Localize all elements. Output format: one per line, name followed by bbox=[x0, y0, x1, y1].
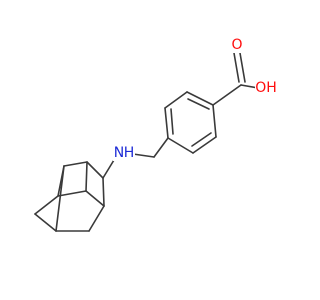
adam-bond-4 bbox=[34, 195, 59, 215]
carbonyl-oxygen-label: O bbox=[231, 37, 242, 53]
n-adamantyl-bond bbox=[102, 159, 115, 179]
ring-to-acid-bond bbox=[212, 84, 242, 106]
amine-nitrogen-symbol: N bbox=[114, 145, 124, 161]
carbonyl-bond-1 bbox=[233, 52, 240, 83]
atom-label-layer: O OH N H bbox=[113, 37, 277, 161]
adam-bond-5 bbox=[34, 213, 57, 232]
carbonyl-bond-2 bbox=[239, 52, 246, 83]
hydroxyl-bg bbox=[255, 80, 277, 96]
ch2-n-bond bbox=[132, 153, 155, 158]
adam-bond-1 bbox=[86, 161, 104, 179]
adam-bond-12 bbox=[55, 165, 65, 232]
ring-bond-5 bbox=[192, 136, 217, 154]
adam-bond-10 bbox=[85, 190, 105, 207]
adam-bond-11 bbox=[85, 161, 88, 192]
bond-layer bbox=[34, 52, 259, 232]
adam-bond-7 bbox=[88, 205, 105, 232]
adam-bond-9 bbox=[57, 190, 87, 197]
hydroxyl-label: OH bbox=[255, 80, 277, 96]
ring-bond-6 bbox=[212, 104, 217, 138]
ring-bond-3-inner bbox=[170, 108, 174, 135]
ring-bond-1 bbox=[186, 91, 214, 106]
adam-bond-2 bbox=[63, 161, 88, 167]
amine-hydrogen-label: H bbox=[124, 145, 135, 161]
ring-bond-2 bbox=[164, 91, 188, 109]
ring-bond-4 bbox=[167, 137, 194, 154]
molecule-diagram: O OH N H bbox=[34, 37, 277, 232]
carbonyl-oxygen-bg bbox=[230, 37, 244, 53]
ring-bond-5-inner bbox=[191, 132, 212, 147]
ring-bond-3 bbox=[164, 107, 169, 139]
benzyl-bond bbox=[153, 137, 169, 158]
amine-bg bbox=[113, 143, 135, 161]
ring-bond-1-inner bbox=[187, 98, 210, 110]
adam-bond-8 bbox=[102, 177, 105, 207]
